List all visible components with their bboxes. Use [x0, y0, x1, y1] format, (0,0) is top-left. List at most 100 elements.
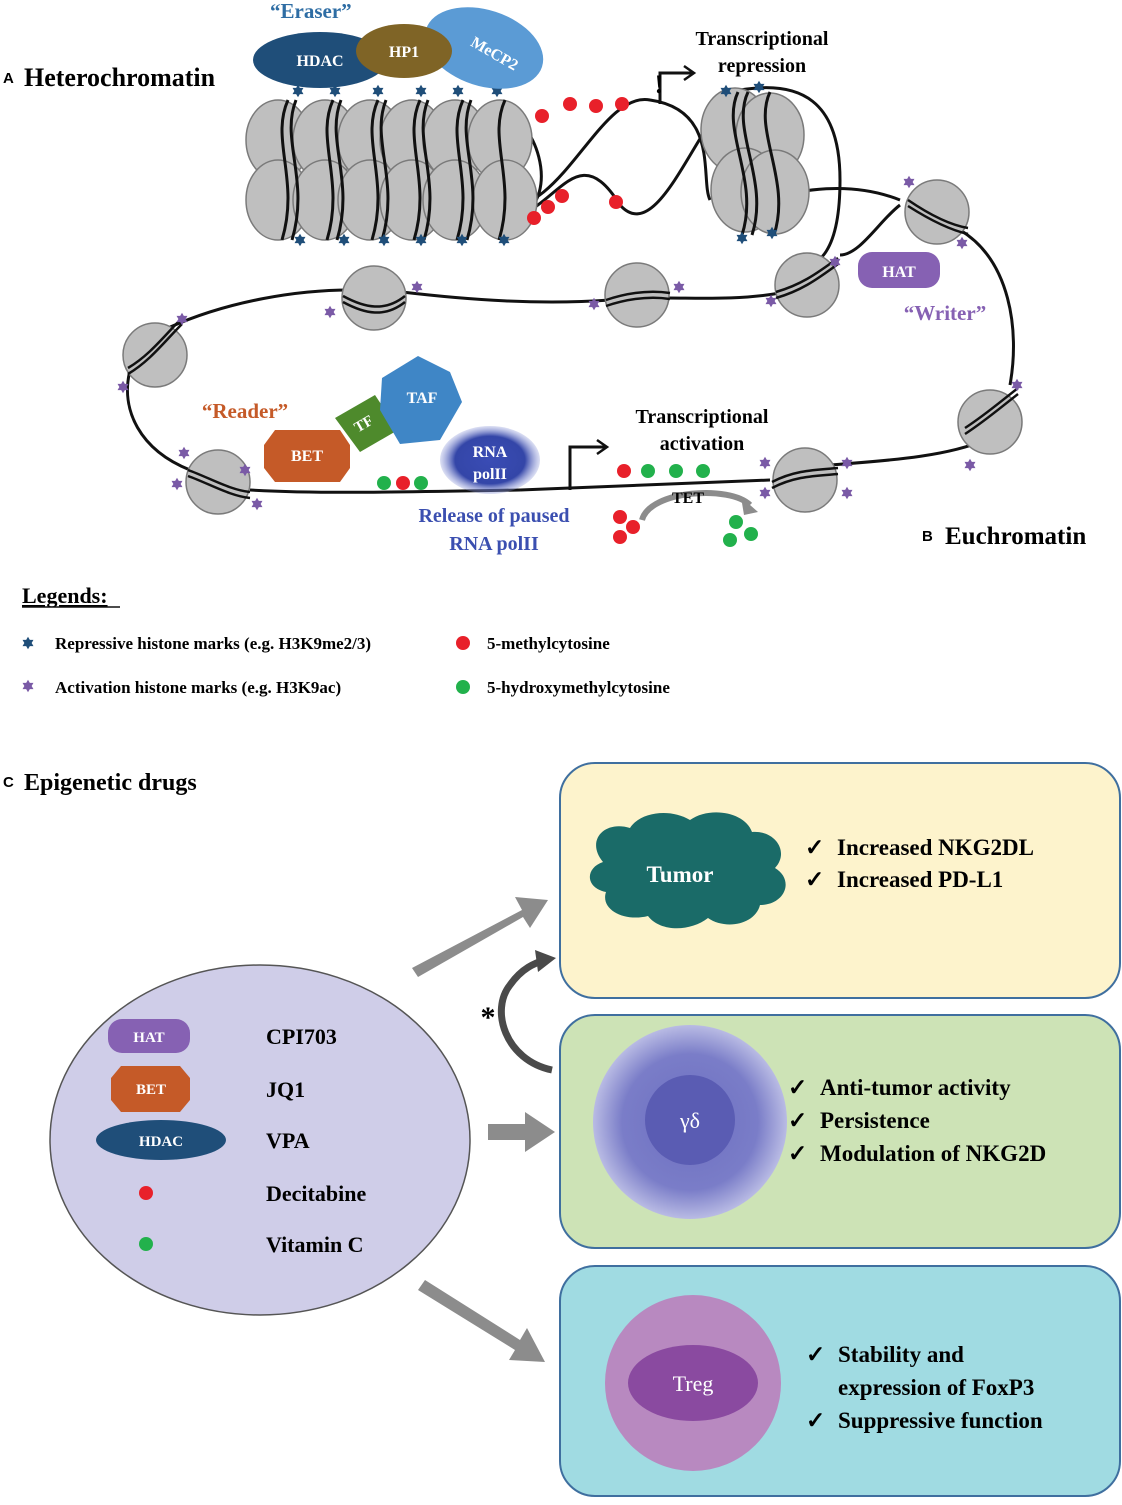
treg-check-2: ✓	[806, 1408, 825, 1433]
legend-methyl-text: 5-methylcytosine	[487, 634, 610, 653]
treg-label: Treg	[673, 1371, 714, 1396]
rna-polii-shape	[440, 426, 540, 494]
epigenetic-drugs-title: Epigenetic drugs	[24, 770, 197, 796]
release-label-line1: Release of paused	[418, 505, 569, 527]
drug-decitabine: Decitabine	[266, 1181, 366, 1206]
hdac-oval	[253, 32, 387, 88]
panel-c-letter: C	[3, 774, 14, 791]
drug-vitaminc-icon	[139, 1237, 153, 1251]
taf-shape	[380, 356, 462, 444]
tumor-cloud	[589, 812, 786, 929]
gd-effect-1: Anti-tumor activity	[820, 1075, 1011, 1100]
eraser-label: “Eraser”	[270, 0, 352, 23]
legend-hydroxymethyl-icon	[456, 680, 470, 694]
drug-hat-icon	[108, 1019, 190, 1053]
euchromatin-wraps	[127, 198, 1019, 500]
heterochromatin-dna	[489, 86, 901, 272]
heterochromatin-wraps	[280, 91, 781, 241]
drug-hdac-icon	[96, 1120, 226, 1160]
gd-check-3: ✓	[788, 1141, 807, 1166]
hp1-label: HP1	[389, 44, 419, 61]
drug-vpa: VPA	[266, 1128, 310, 1153]
activation-label-line2: activation	[660, 433, 744, 455]
legend-repressive-text: Repressive histone marks (e.g. H3K9me2/3…	[55, 634, 371, 653]
arrow-to-treg	[418, 1280, 545, 1362]
gd-check-1: ✓	[788, 1075, 807, 1100]
tumor-check-1: ✓	[805, 835, 824, 860]
gd-check-2: ✓	[788, 1108, 807, 1133]
promoter-dots	[377, 476, 428, 490]
drug-hat-icon-label: HAT	[133, 1030, 164, 1046]
arrow-to-gd	[488, 1112, 555, 1152]
gd-label: γδ	[679, 1108, 700, 1133]
activated-dna-dots	[617, 464, 710, 478]
tet-substrate-dots	[613, 510, 640, 544]
taf-label: TAF	[407, 390, 438, 407]
euchromatin-title: Euchromatin	[945, 523, 1086, 550]
rna-polii-label-line2: polII	[473, 466, 507, 483]
drug-cpi703: CPI703	[266, 1024, 337, 1049]
tet-label: TET	[672, 490, 704, 507]
mecp2-oval	[424, 7, 544, 89]
tet-arrow	[639, 490, 753, 522]
panel-a: A Heterochromatin “Eraser”	[3, 0, 901, 272]
curved-arrowhead	[535, 950, 556, 972]
bet-reader-shape	[264, 430, 350, 482]
hat-writer-label: HAT	[882, 264, 916, 281]
activation-arrow	[568, 438, 610, 490]
panel-b: HAT “Writer” “Reader” TF TAF BET RNA pol…	[117, 175, 1086, 555]
treg-effect-2: Suppressive function	[838, 1408, 1043, 1433]
drug-vitamin-c: Vitamin C	[266, 1232, 364, 1257]
writer-label: “Writer”	[904, 301, 986, 325]
bet-reader-label: BET	[291, 448, 323, 465]
gd-effect-3: Modulation of NKG2D	[820, 1141, 1046, 1166]
methylcytosine-dots	[527, 97, 629, 225]
repression-label-line2: repression	[718, 55, 806, 77]
hat-writer-shape	[858, 252, 940, 288]
release-label-line2: RNA polII	[449, 533, 539, 555]
drug-hdac-icon-label: HDAC	[139, 1134, 183, 1150]
treg-effect-1b: expression of FoxP3	[838, 1375, 1034, 1400]
treg-cell-nucleus	[628, 1345, 758, 1421]
legend-activation-text: Activation histone marks (e.g. H3K9ac)	[55, 678, 341, 697]
drug-decitabine-icon	[139, 1186, 153, 1200]
repression-label-line1: Transcriptional	[696, 28, 829, 50]
drug-jq1: JQ1	[266, 1077, 305, 1102]
panel-c: C Epigenetic drugs HAT CPI703 BET JQ1 HD…	[3, 762, 1121, 1497]
curved-arrow-gd-to-tumor	[498, 956, 553, 1074]
drug-bet-icon	[111, 1066, 190, 1112]
legend: Legends: Repressive histone marks (e.g. …	[22, 583, 670, 697]
legend-title: Legends:	[22, 583, 108, 608]
treg-check-1: ✓	[806, 1342, 825, 1367]
rna-polii-label-line1: RNA	[473, 444, 508, 461]
tumor-check-2: ✓	[805, 867, 824, 892]
reader-label: “Reader”	[202, 399, 288, 423]
activation-label-line1: Transcriptional	[636, 406, 769, 428]
tumor-effect-2: Increased PD-L1	[837, 867, 1003, 892]
treg-effect-1a: Stability and	[838, 1342, 964, 1367]
panel-b-letter: B	[922, 528, 933, 545]
legend-methyl-icon	[456, 636, 470, 650]
hp1-oval	[356, 24, 452, 78]
gd-cell-nucleus	[645, 1075, 735, 1165]
asterisk: *	[481, 1001, 496, 1034]
euchromatin-nucleosomes	[122, 179, 1023, 515]
panel-a-letter: A	[3, 70, 14, 87]
tet-product-dots	[723, 515, 758, 547]
repression-arrow	[658, 64, 697, 104]
heterochromatin-title: Heterochromatin	[24, 63, 216, 92]
tet-arrowhead	[741, 497, 758, 515]
drug-bet-icon-label: BET	[136, 1082, 166, 1098]
tumor-effect-1: Increased NKG2DL	[837, 835, 1034, 860]
arrow-to-tumor	[412, 897, 548, 977]
repression-exclamation: !	[655, 70, 664, 99]
legend-repressive-icon	[22, 636, 34, 650]
tumor-label: Tumor	[647, 862, 714, 887]
hdac-label: HDAC	[296, 53, 343, 70]
legend-activation-icon	[22, 679, 34, 693]
legend-hydroxymethyl-text: 5-hydroxymethylcytosine	[487, 678, 670, 697]
gd-effect-2: Persistence	[820, 1108, 930, 1133]
eraser-complex: MeCP2 HDAC HP1	[253, 7, 544, 89]
